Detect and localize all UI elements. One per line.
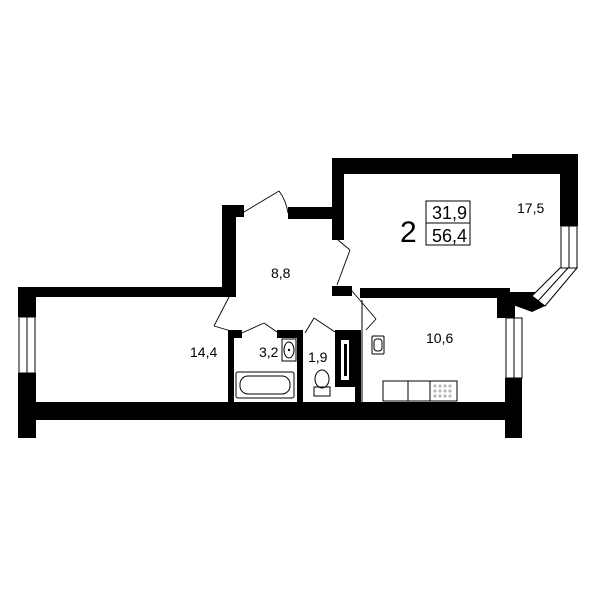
doors xyxy=(213,190,377,334)
wall-hall-top-right xyxy=(288,207,342,219)
wall-left-lower xyxy=(18,373,36,438)
kitchen-counter xyxy=(371,335,458,402)
door-left-room xyxy=(213,296,232,332)
wall-bath-divider xyxy=(297,330,303,405)
fixtures xyxy=(235,300,458,402)
room-area-living-small: 14,4 xyxy=(190,344,217,360)
living-area: 31,9 xyxy=(432,203,467,223)
room-area-toilet: 1,9 xyxy=(308,349,328,365)
room-labels: 17,5 8,8 14,4 3,2 1,9 10,6 xyxy=(190,200,544,365)
wall-hall-left-top xyxy=(222,205,244,217)
wall-bath-left xyxy=(228,330,234,405)
washbasin-icon xyxy=(281,338,297,362)
wall-bigroom-bottom xyxy=(360,288,510,298)
area-badge: 2 31,9 56,4 xyxy=(400,200,471,249)
toilet-icon xyxy=(313,369,331,397)
stove-icon xyxy=(433,384,452,398)
wall-right-upper xyxy=(560,158,578,226)
door-entrance xyxy=(243,190,289,214)
wall-bath-top-mid xyxy=(277,330,303,338)
door-bigroom xyxy=(336,239,351,286)
window-kitchen xyxy=(505,317,523,379)
window-bigroom xyxy=(560,225,578,269)
wall-right-lower-top xyxy=(497,292,515,318)
wall-bath-top-left xyxy=(228,330,242,338)
window-bay xyxy=(531,267,579,307)
wall-toilet-right xyxy=(355,330,361,405)
room-area-kitchen: 10,6 xyxy=(426,330,453,346)
rooms-count: 2 xyxy=(400,216,417,249)
room-area-bathroom: 3,2 xyxy=(259,344,279,360)
wall-bigroom-top-step xyxy=(512,154,578,162)
wall-hall-left xyxy=(222,205,236,297)
total-area: 56,4 xyxy=(432,226,467,246)
wall-shaft-inner xyxy=(344,344,347,376)
wall-bottom xyxy=(18,402,520,420)
wall-bigroom-left xyxy=(332,158,344,240)
door-toilet xyxy=(304,317,336,334)
window-left xyxy=(18,316,36,374)
door-bathroom xyxy=(241,322,278,334)
room-area-living-large: 17,5 xyxy=(517,200,544,216)
door-kitchen xyxy=(351,290,377,331)
wall-left-room-top xyxy=(18,287,236,297)
bathtub-icon xyxy=(235,371,295,399)
walls xyxy=(18,154,578,438)
wall-bigroom-bottom-left xyxy=(332,286,352,296)
room-area-hall: 8,8 xyxy=(271,265,291,281)
wall-right-lower xyxy=(505,378,522,438)
windows xyxy=(18,225,579,379)
